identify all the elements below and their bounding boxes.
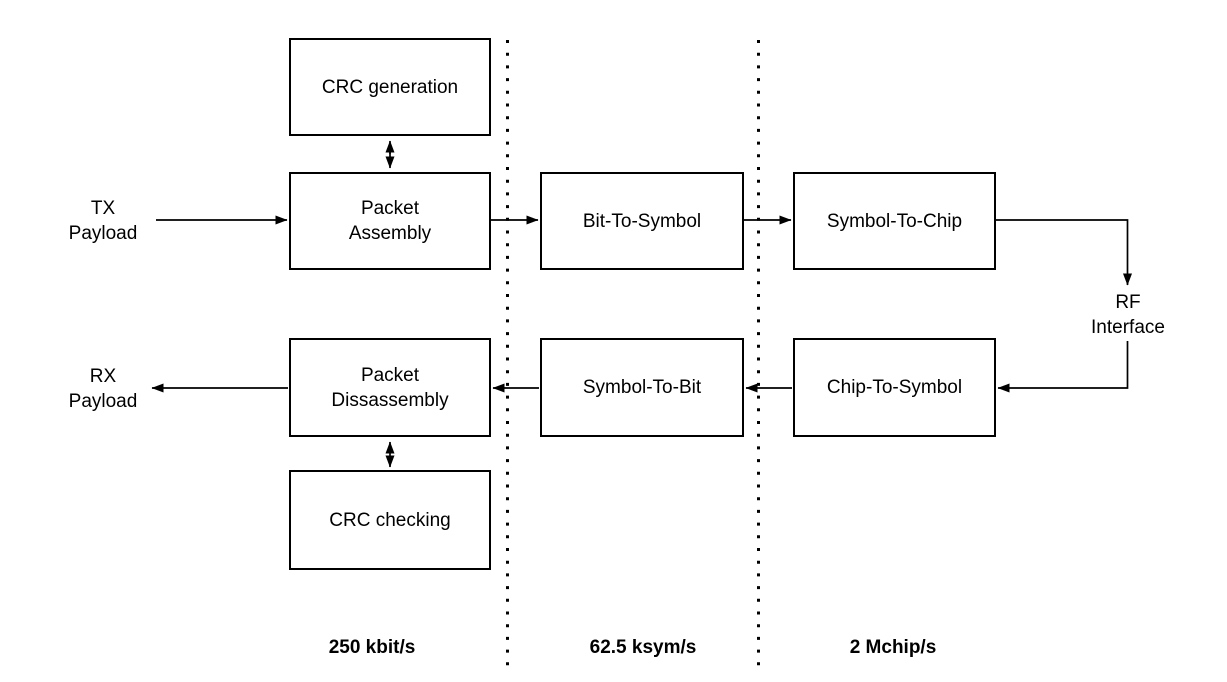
label-bit-rate: 250 kbit/s bbox=[328, 637, 416, 658]
label-symbol-rate: 62.5 ksym/s bbox=[589, 637, 697, 658]
box-packet-assembly: Packet Assembly bbox=[289, 172, 491, 270]
box-symbol-to-chip: Symbol-To-Chip bbox=[793, 172, 996, 270]
label-chip-rate: 2 Mchip/s bbox=[849, 637, 937, 658]
box-packet-dissassembly: Packet Dissassembly bbox=[289, 338, 491, 437]
arrow-rf-interface-to-chip-to-symbol bbox=[997, 341, 1129, 393]
label-rf-interface: RF Interface bbox=[1091, 292, 1165, 338]
box-crc-checking: CRC checking bbox=[289, 470, 491, 570]
box-symbol-to-bit: Symbol-To-Bit bbox=[540, 338, 744, 437]
box-crc-generation: CRC generation bbox=[289, 38, 491, 136]
box-bit-to-symbol: Bit-To-Symbol bbox=[540, 172, 744, 270]
arrow-symbol-to-chip-to-rf-interface bbox=[996, 219, 1132, 286]
label-tx-payload: TX Payload bbox=[68, 198, 138, 244]
label-rx-payload: RX Payload bbox=[68, 366, 138, 412]
box-chip-to-symbol: Chip-To-Symbol bbox=[793, 338, 996, 437]
